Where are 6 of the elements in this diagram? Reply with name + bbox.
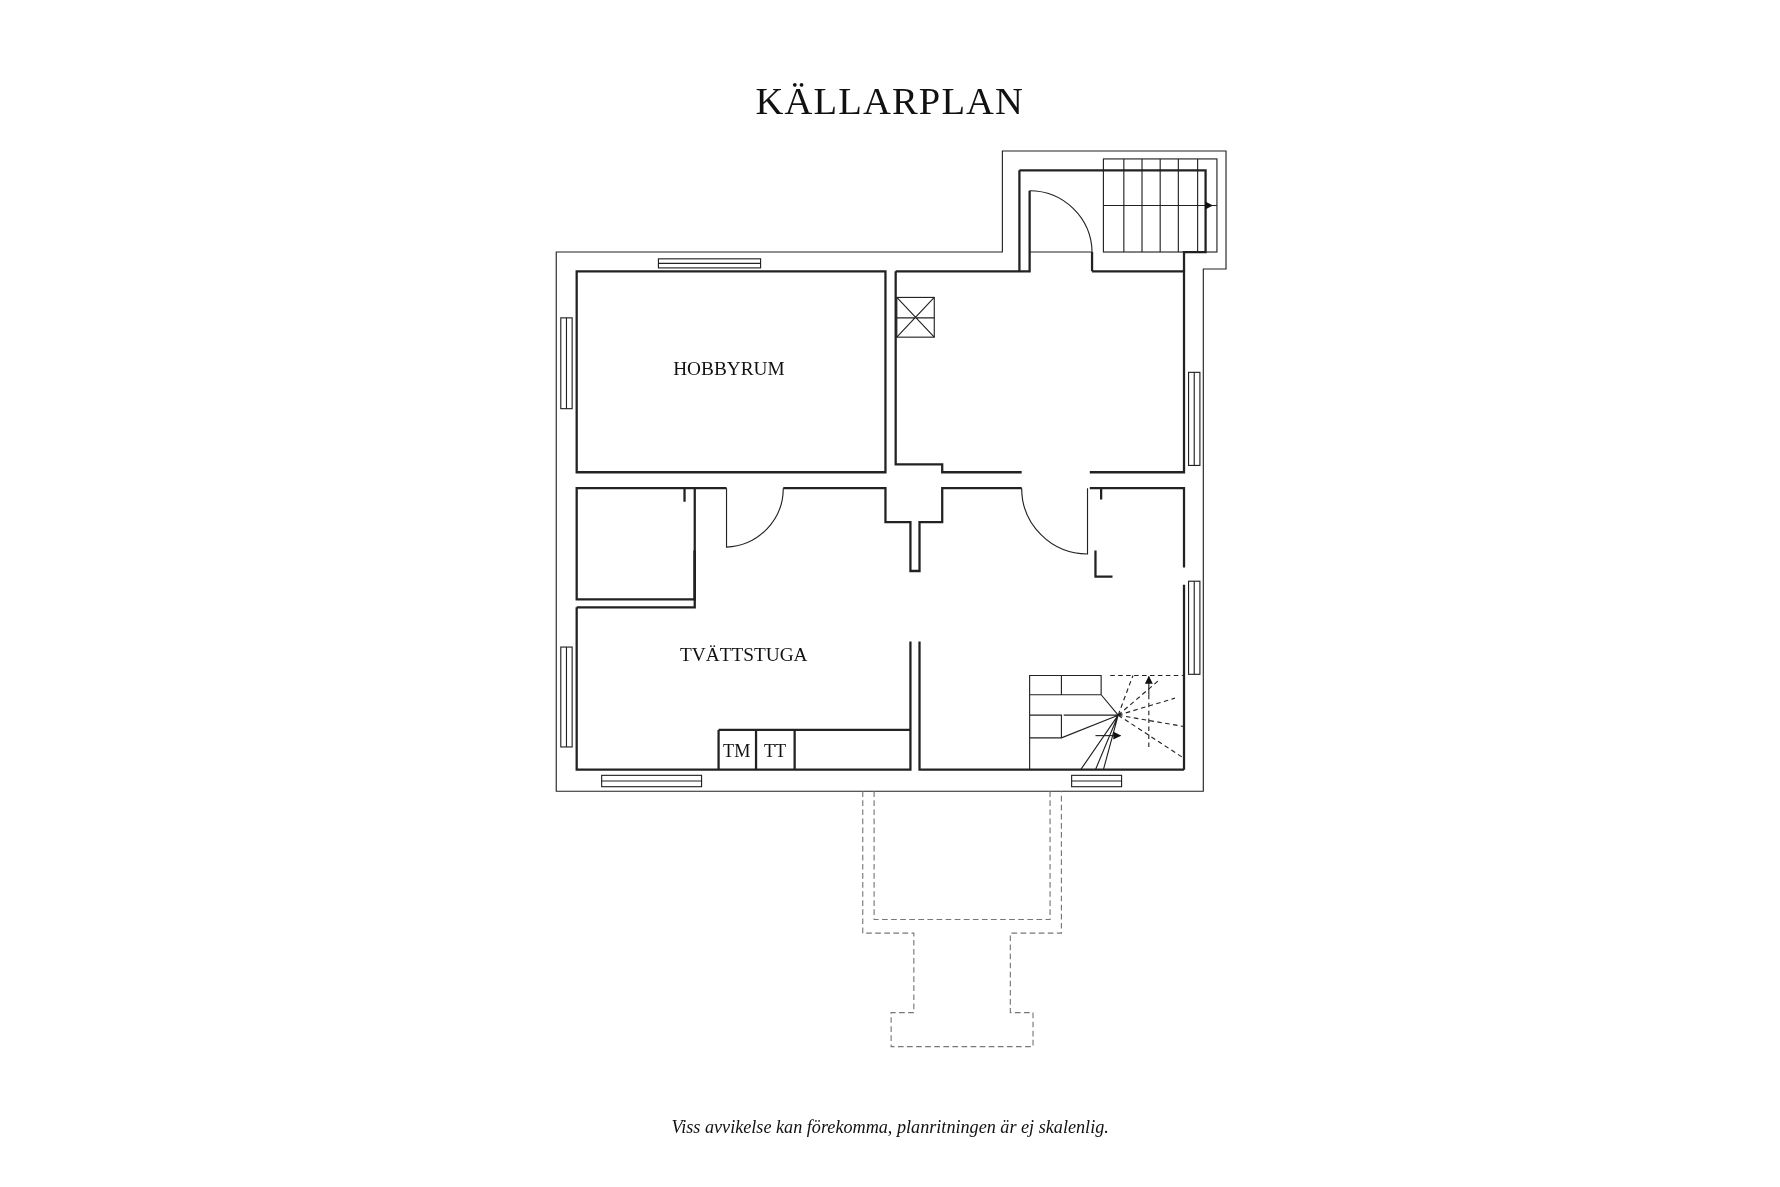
- appliance-label: TM: [723, 742, 751, 761]
- appliance-label: TT: [764, 742, 787, 761]
- caption: Viss avvikelse kan förekomma, planritningen är ej skalenlig.: [671, 1118, 1109, 1137]
- room-label: TVÄTTSTUGA: [680, 644, 808, 665]
- room-label: HOBBYRUM: [673, 358, 785, 378]
- title: KÄLLARPLAN: [755, 81, 1025, 121]
